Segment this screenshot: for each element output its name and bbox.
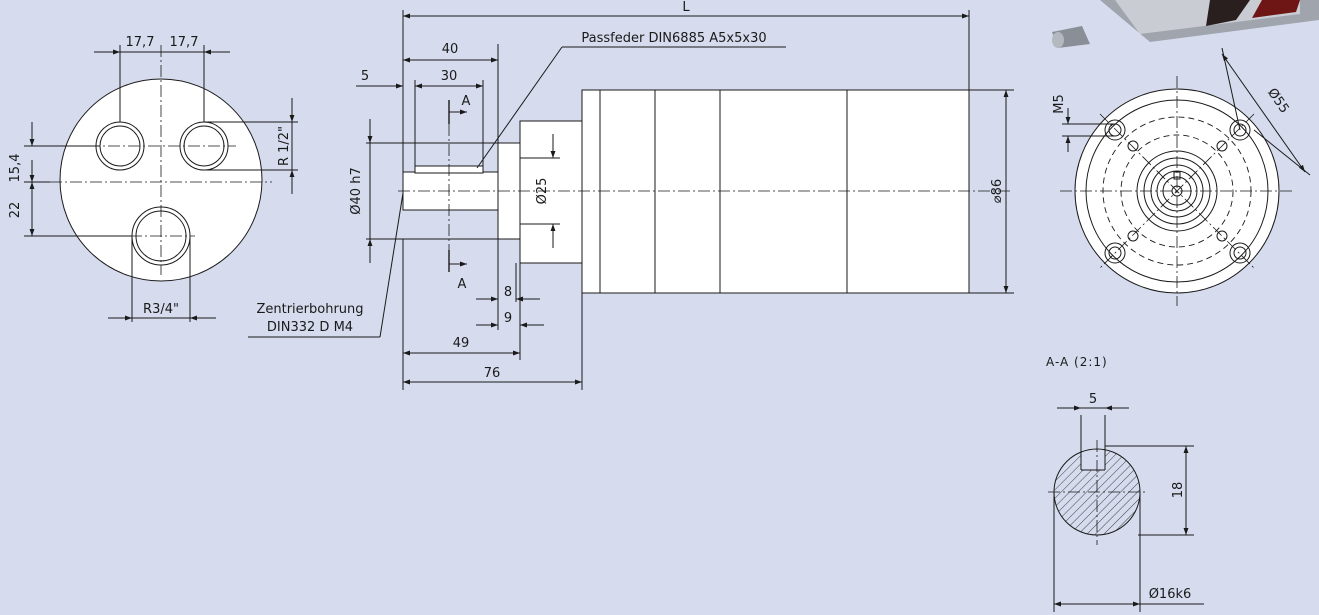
hub xyxy=(519,120,583,264)
section-view: A-A (2:1) 5 18 Ø16k6 xyxy=(1046,355,1204,612)
dim-hub-diameter: Ø25 xyxy=(535,178,550,205)
section-mark-top: A xyxy=(462,94,471,109)
dim-m5: M5 xyxy=(1052,94,1067,114)
dim-length-l: L xyxy=(682,0,690,15)
dim-49: 49 xyxy=(453,336,470,351)
thread-r-1-2: R 1/2" xyxy=(277,126,292,166)
dim-shaft-diameter: Ø40 h7 xyxy=(349,167,364,214)
dim-bolt-circle: Ø55 xyxy=(1264,86,1292,117)
dim-15-4: 15,4 xyxy=(8,154,23,183)
dim-30: 30 xyxy=(441,69,458,84)
dim-22: 22 xyxy=(8,202,23,219)
side-view: L 40 30 5 A A Passfeder DIN6885 A5x5x30 … xyxy=(248,0,1014,390)
dim-8: 8 xyxy=(504,285,512,300)
flange-view: 17,7 17,7 15,4 22 R 1/2" R3/4" xyxy=(8,35,298,322)
dim-76: 76 xyxy=(484,366,501,381)
dim-17-7-right: 17,7 xyxy=(170,35,199,50)
section-mark-bottom: A xyxy=(458,277,467,292)
dim-9: 9 xyxy=(504,311,512,326)
dim-5-step: 5 xyxy=(361,69,369,84)
thread-r-3-4: R3/4" xyxy=(143,302,179,317)
dim-shaft-section: Ø16k6 xyxy=(1149,587,1192,602)
motor-body xyxy=(581,89,970,294)
key-label: Passfeder DIN6885 A5x5x30 xyxy=(581,31,766,46)
center-bore-label-2: DIN332 D M4 xyxy=(267,320,353,335)
dim-key-height: 18 xyxy=(1171,482,1186,499)
dim-17-7-left: 17,7 xyxy=(126,35,155,50)
front-view: M5 Ø55 xyxy=(1052,47,1311,306)
section-title: A-A (2:1) xyxy=(1046,355,1108,369)
dim-key-width: 5 xyxy=(1089,392,1097,407)
dim-body-diameter: ⌀86 xyxy=(990,179,1005,203)
dim-40: 40 xyxy=(442,42,459,57)
product-photo xyxy=(1052,0,1319,48)
center-bore-label-1: Zentrierbohrung xyxy=(256,302,363,317)
